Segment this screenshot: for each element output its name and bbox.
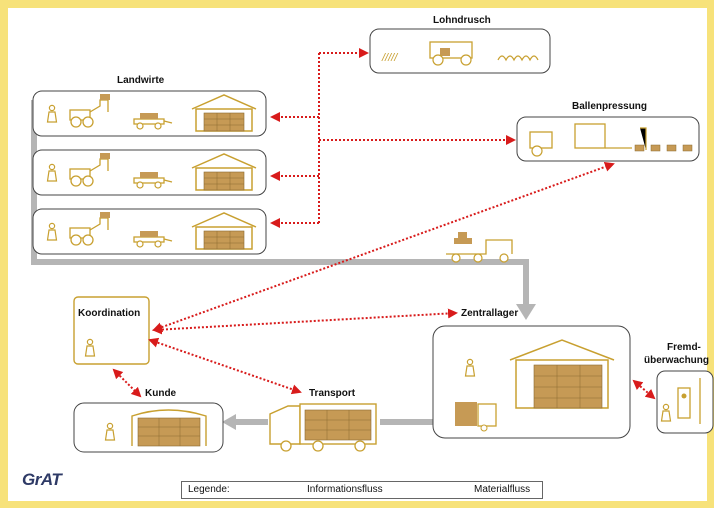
label-koordination: Koordination — [78, 308, 141, 319]
legend-box: Legende: Informationsfluss Materialfluss — [181, 481, 543, 499]
fremdueberwachung-box — [656, 370, 714, 434]
lohndrusch-marks: ///// — [381, 52, 398, 64]
label-fremd-line1: Fremd- — [667, 342, 701, 353]
legend-info-label: Informationsfluss — [307, 484, 383, 495]
grat-logo: GrAT — [22, 470, 62, 489]
lohndrusch-box: ///// — [369, 28, 551, 74]
kunde-box — [73, 402, 224, 453]
flatbed-truck-icon — [446, 232, 513, 263]
label-zentrallager: Zentrallager — [461, 308, 519, 319]
zentrallager-box — [432, 325, 631, 439]
koordination-box — [73, 296, 150, 365]
label-kunde: Kunde — [145, 388, 177, 399]
information-flow-arrows — [112, 48, 656, 400]
label-lohndrusch: Lohndrusch — [433, 15, 491, 26]
label-ballenpressung: Ballenpressung — [572, 101, 648, 112]
label-landwirte: Landwirte — [117, 75, 165, 86]
legend-material-label: Materialfluss — [474, 484, 531, 495]
label-fremd-line2: überwachung — [644, 355, 710, 366]
landwirte-group — [32, 90, 267, 255]
ballenpressung-box — [516, 116, 700, 162]
legend-title: Legende: — [188, 484, 230, 495]
transport-truck-icon — [269, 403, 377, 452]
label-transport: Transport — [309, 388, 356, 399]
